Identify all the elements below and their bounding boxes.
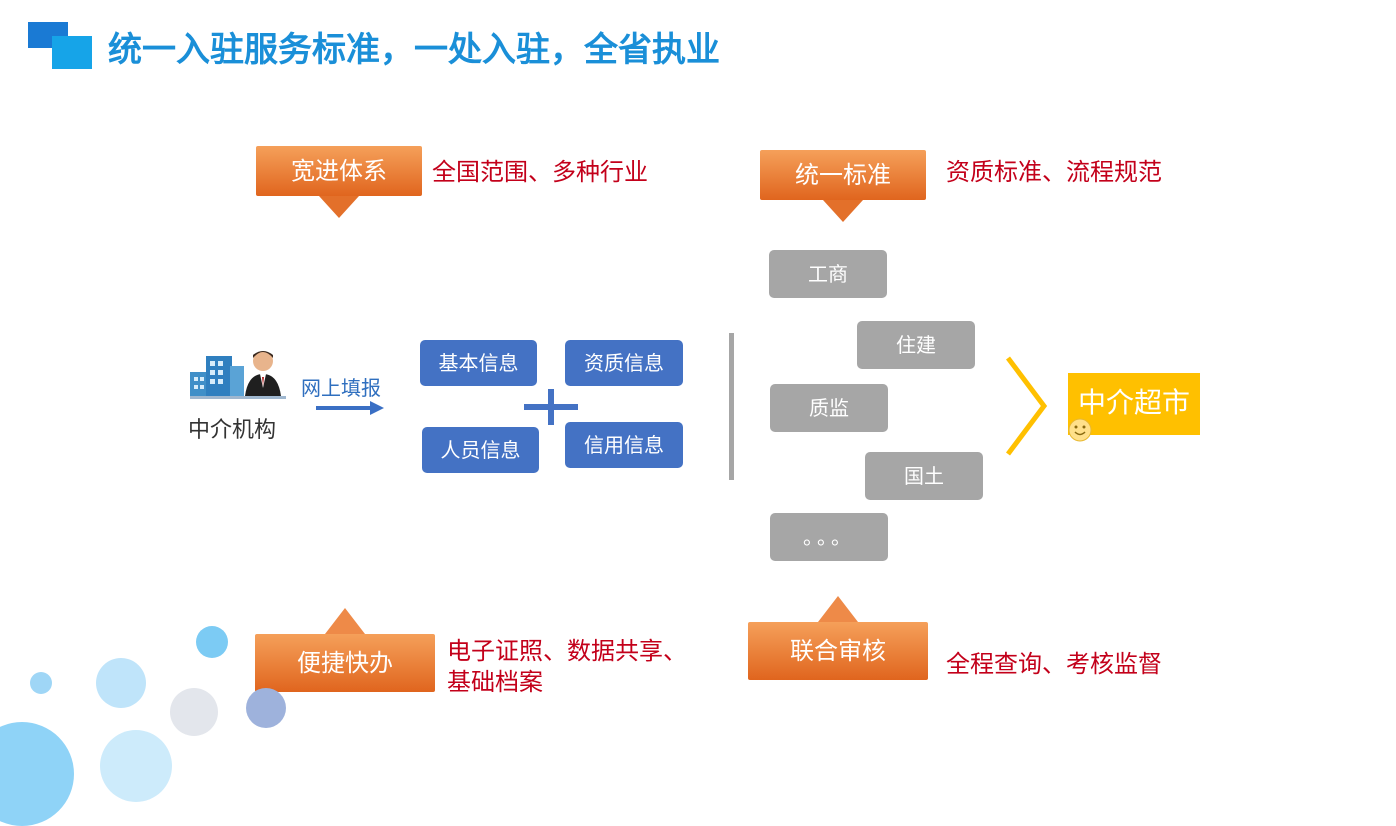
decor-circle bbox=[30, 672, 52, 694]
decor-circle bbox=[0, 722, 74, 826]
up-arrow-icon bbox=[325, 608, 365, 634]
dept-quality[interactable]: 质监 bbox=[770, 384, 888, 432]
convenient-button[interactable]: 便捷快办 bbox=[255, 634, 435, 692]
plus-icon bbox=[524, 389, 578, 425]
dept-commerce[interactable]: 工商 bbox=[769, 250, 887, 298]
convenient-block: 便捷快办 bbox=[255, 608, 435, 692]
decor-circle bbox=[196, 626, 228, 658]
info-box-credit[interactable]: 信用信息 bbox=[565, 422, 683, 468]
decor-circle bbox=[170, 688, 218, 736]
agency-icon bbox=[190, 350, 290, 402]
info-box-basic[interactable]: 基本信息 bbox=[420, 340, 537, 386]
unified-standard-button[interactable]: 统一标准 bbox=[760, 150, 926, 200]
convenient-desc-line2: 基础档案 bbox=[447, 668, 543, 696]
joint-review-desc: 全程查询、考核监督 bbox=[946, 650, 1162, 678]
down-arrow-icon bbox=[823, 200, 863, 222]
wide-entry-block: 宽进体系 bbox=[256, 146, 422, 218]
divider-line bbox=[729, 333, 734, 480]
decor-circle bbox=[100, 730, 172, 802]
down-arrow-icon bbox=[319, 196, 359, 218]
agency-label: 中介机构 bbox=[188, 418, 277, 443]
logo-square-front bbox=[52, 36, 92, 69]
online-fill-label: 网上填报 bbox=[301, 376, 381, 400]
up-arrow-icon bbox=[818, 596, 858, 622]
unified-standard-desc: 资质标准、流程规范 bbox=[946, 158, 1162, 186]
decor-circle bbox=[246, 688, 286, 728]
chevron-right-icon bbox=[1004, 356, 1048, 456]
page-title: 统一入驻服务标准，一处入驻，全省执业 bbox=[108, 30, 720, 70]
dept-housing[interactable]: 住建 bbox=[857, 321, 975, 369]
dept-land[interactable]: 国土 bbox=[865, 452, 983, 500]
dept-more[interactable]: 。。。 bbox=[770, 513, 888, 561]
right-arrow-icon bbox=[316, 400, 386, 416]
info-box-personnel[interactable]: 人员信息 bbox=[422, 427, 539, 473]
wide-entry-button[interactable]: 宽进体系 bbox=[256, 146, 422, 196]
joint-review-button[interactable]: 联合审核 bbox=[748, 622, 928, 680]
info-box-qualification[interactable]: 资质信息 bbox=[565, 340, 683, 386]
decor-circle bbox=[96, 658, 146, 708]
smiley-icon bbox=[1068, 418, 1092, 442]
wide-entry-desc: 全国范围、多种行业 bbox=[432, 158, 648, 186]
unified-standard-block: 统一标准 bbox=[760, 150, 926, 222]
convenient-desc-line1: 电子证照、数据共享、 bbox=[447, 637, 687, 665]
intermediary-market-button[interactable]: 中介超市 bbox=[1068, 373, 1200, 435]
joint-review-block: 联合审核 bbox=[748, 596, 928, 680]
